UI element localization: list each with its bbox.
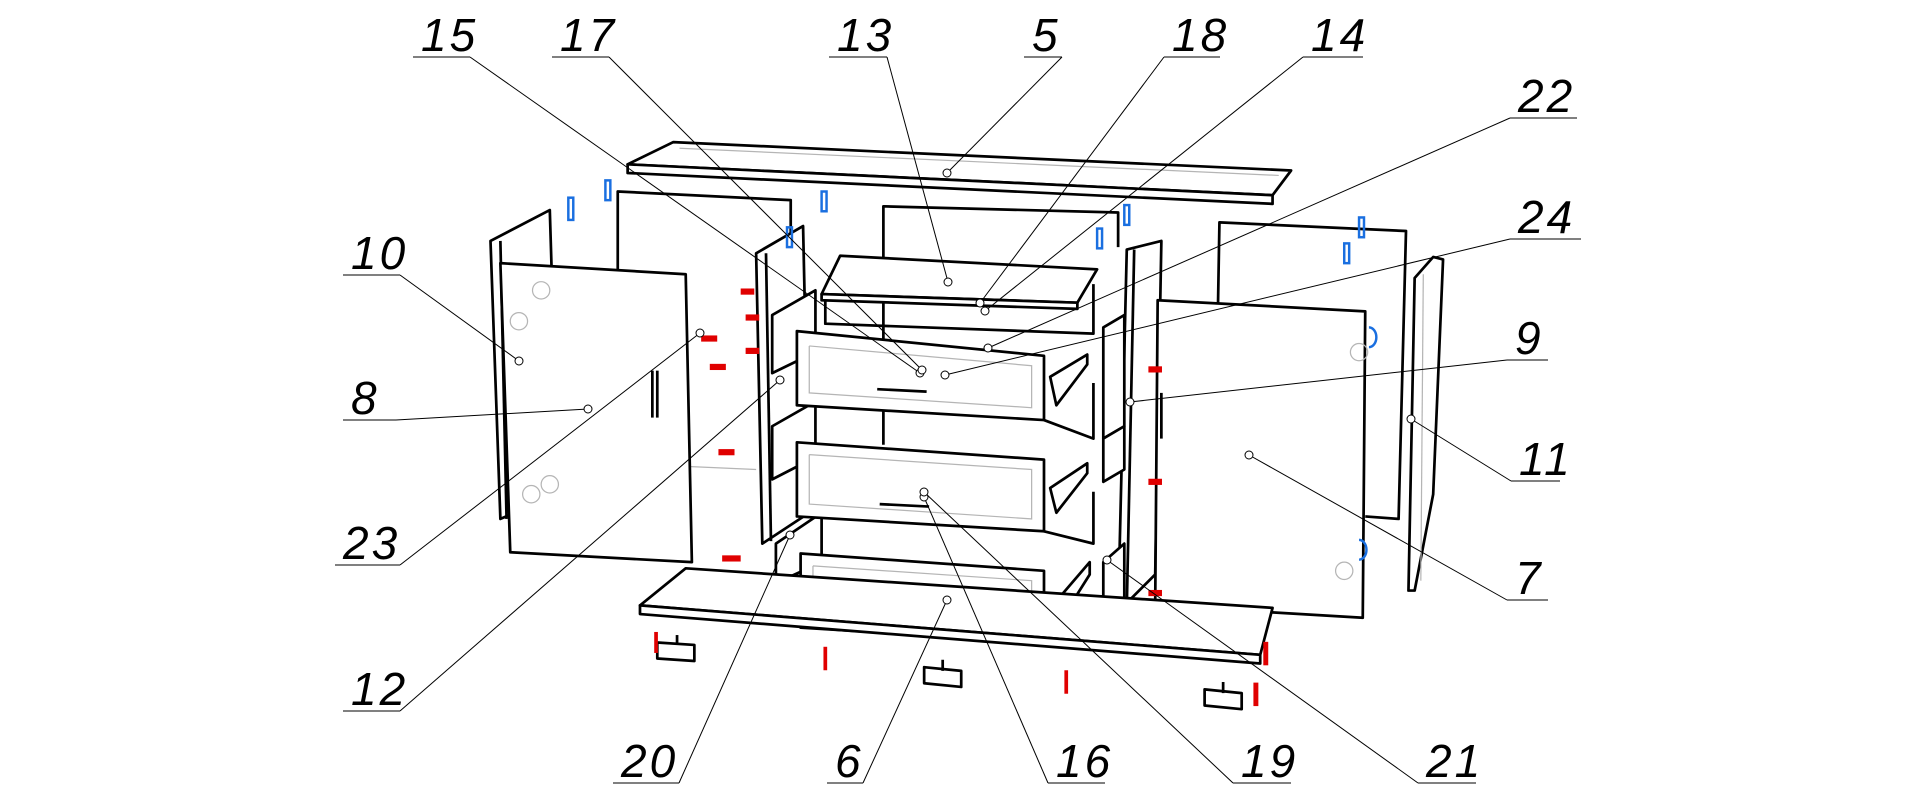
leader-point [919,487,929,497]
callout-number: 8 [351,372,380,424]
bottom-panel [638,566,1274,665]
callout-23: 23 [335,328,705,569]
right-door [1153,298,1378,620]
callout-15: 15 [413,9,925,378]
callout-number: 10 [351,227,408,279]
drawer-top [795,329,1095,440]
leader-point [1406,414,1416,424]
leader-line [608,56,923,371]
leader-point [975,298,985,308]
leader-line [469,56,921,374]
callout-number: 9 [1515,312,1544,364]
callout-number: 12 [351,663,408,715]
leader-point [980,306,990,316]
callout-12: 12 [343,375,785,715]
top-panel [626,140,1293,206]
callout-number: 17 [560,9,617,61]
callout-number: 16 [1056,735,1113,787]
leader-point [940,370,950,380]
callout-number: 7 [1515,552,1544,604]
callout-number: 18 [1172,9,1229,61]
leader-point [943,277,953,287]
leader-line [862,599,948,784]
callout-20: 20 [613,530,795,787]
left-door [499,261,694,564]
fasteners-blue [567,179,1366,265]
right-side-panel [1407,255,1445,592]
leader-point [785,530,795,540]
leader-line [946,56,1063,174]
callout-number: 13 [837,9,894,61]
leader-line [1129,359,1508,403]
callout-number: 15 [421,9,478,61]
callout-16: 16 [919,492,1113,787]
callout-number: 5 [1032,9,1061,61]
leader-point [942,595,952,605]
callout-8: 8 [343,372,593,424]
plinth-foot-middle [922,659,963,689]
leader-line [984,56,1304,312]
callout-24: 24 [940,191,1581,380]
leader-point [775,375,785,385]
callout-11: 11 [1406,414,1573,485]
drawer-middle [795,440,1095,545]
callout-number: 11 [1519,433,1573,485]
leader-point [583,404,593,414]
leader-line [1410,418,1512,482]
callout-number: 22 [1517,70,1575,122]
callout-number: 21 [1425,735,1483,787]
furniture-drawing [489,140,1445,711]
leader-line [979,56,1165,304]
leader-line [399,379,781,712]
callout-number: 14 [1311,9,1368,61]
callout-number: 19 [1241,735,1298,787]
callout-number: 20 [620,735,678,787]
leader-line [678,534,791,784]
leader-line [923,496,1049,784]
leader-line [944,238,1511,376]
leader-line [399,274,520,362]
leader-line [987,117,1511,349]
leader-line [395,408,589,421]
callout-labels: 15 17 13 5 18 14 22 24 10 9 8 11 23 7 12 20 6 16 19 21 [335,9,1581,787]
callout-7: 7 [1244,450,1548,604]
leader-point [942,168,952,178]
callout-21: 21 [1102,555,1483,787]
callout-10: 10 [343,227,524,366]
callout-17: 17 [552,9,927,375]
right-divider-panel [1101,239,1163,616]
plinth-foot-right [1203,681,1244,711]
leader-point [695,328,705,338]
callout-19: 19 [919,487,1298,787]
callout-9: 9 [1125,312,1548,407]
leader-line [886,56,949,283]
leader-point [1102,555,1112,565]
leader-line [1106,559,1419,784]
callout-number: 24 [1517,191,1575,243]
callout-18: 18 [975,9,1229,308]
leader-line [1248,454,1508,601]
callout-22: 22 [983,70,1577,353]
leader-point [514,356,524,366]
shelf [820,254,1099,335]
fasteners-red [654,288,1269,707]
callout-number: 6 [835,735,864,787]
leader-point [917,365,927,375]
leader-line [399,332,701,566]
leader-point [1125,397,1135,407]
plinth-foot-left [655,635,696,663]
callout-5: 5 [942,9,1063,178]
callout-number: 23 [342,517,400,569]
callout-6: 6 [827,595,952,787]
leader-point [983,343,993,353]
leader-point [1244,450,1254,460]
callout-13: 13 [829,9,953,287]
leader-line [923,491,1234,784]
callout-14: 14 [980,9,1368,316]
